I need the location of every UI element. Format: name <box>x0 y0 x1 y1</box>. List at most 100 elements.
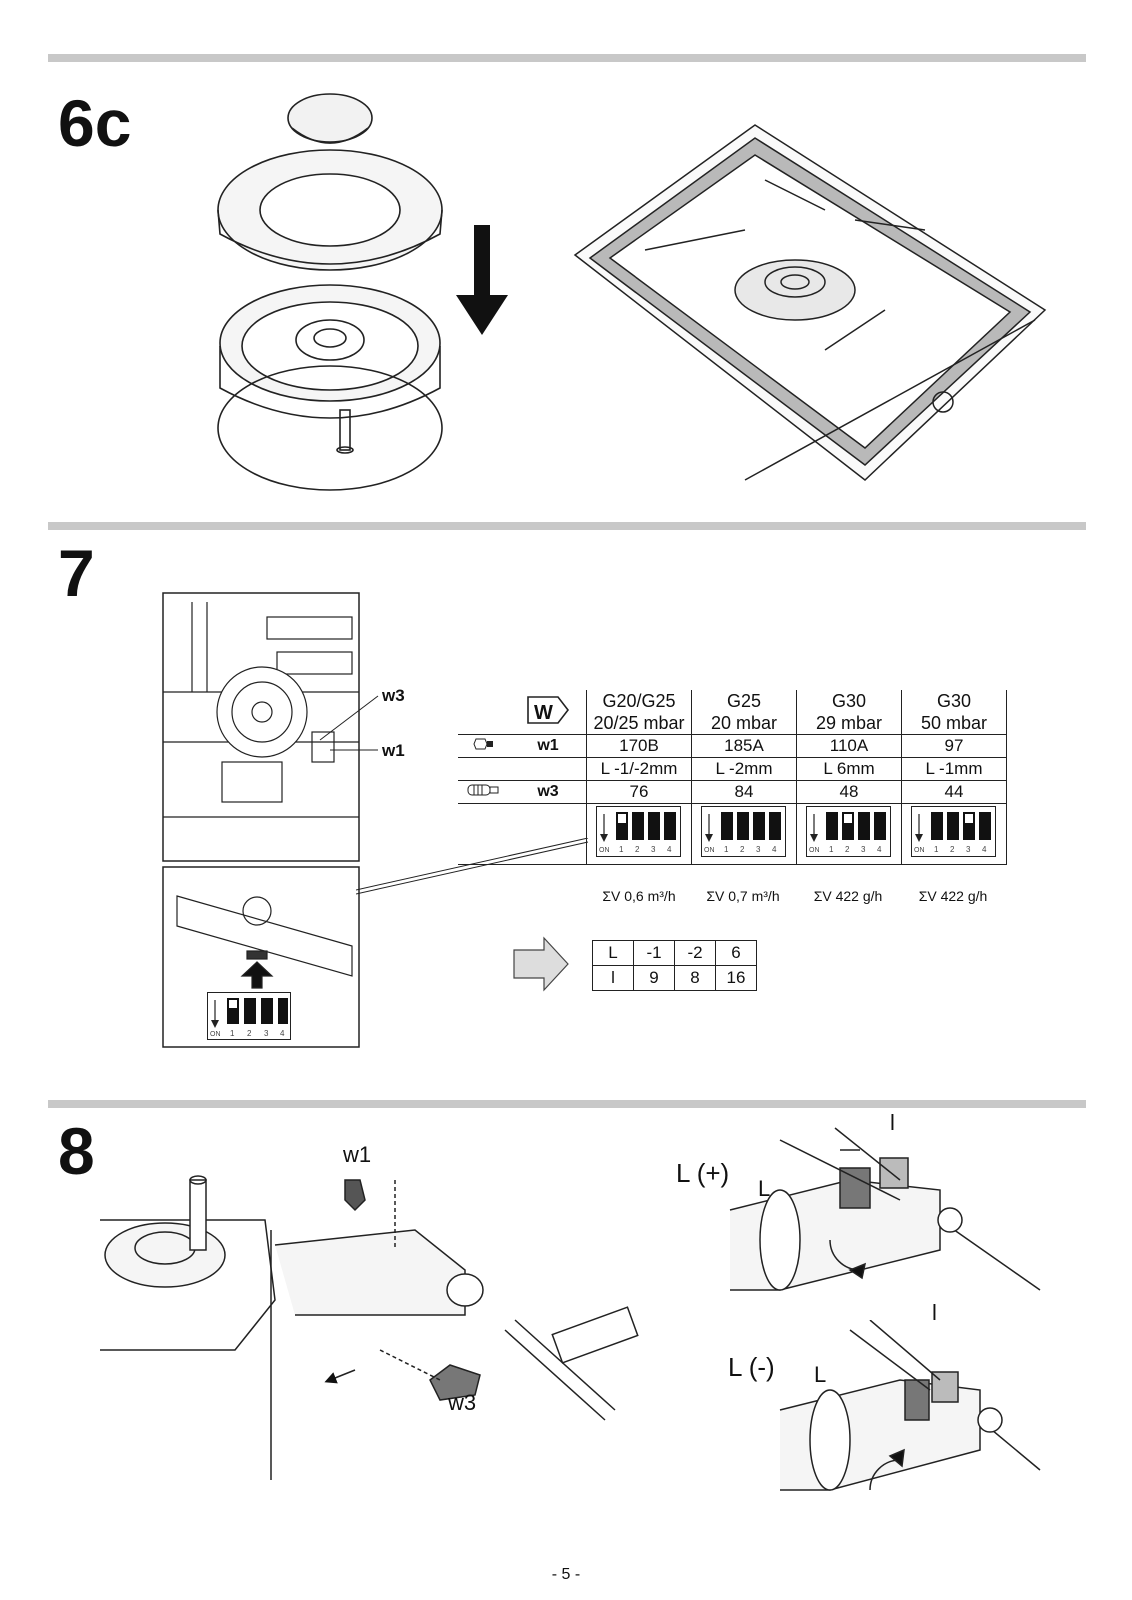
dip-switch-knob <box>844 813 852 823</box>
w1-adjust-4: L -1mm <box>901 757 1007 781</box>
label-l-minus: L (-) <box>728 1352 775 1382</box>
label-L: L <box>758 1176 771 1201</box>
dip-switch-position-label: 1 <box>934 845 939 854</box>
w3-value-2: 84 <box>691 780 797 804</box>
l-table-cell: l <box>592 965 634 991</box>
dip-switch-4 <box>979 811 991 840</box>
dip-switch-position-label: 2 <box>635 845 640 854</box>
dip-switch-reference: ON 1 2 3 4 <box>207 992 291 1040</box>
dip-switch-on-label: ON <box>809 847 820 854</box>
dip-switch-position-label: 2 <box>950 845 955 854</box>
dip-switch-2 <box>632 811 644 840</box>
label-w1: w1 <box>343 1142 372 1167</box>
wattage-symbol-icon: W <box>527 695 570 724</box>
w1-adjust-1: L -1/-2mm <box>586 757 692 781</box>
dip-switch-position-label: 2 <box>740 845 745 854</box>
flow-rate-2: ΣV 0,7 m³/h <box>706 888 780 904</box>
gas-type-3: G30 <box>796 690 902 712</box>
row-label-w1: w1 <box>510 734 587 758</box>
l-table-cell: 9 <box>633 965 675 991</box>
hob-grid-illustration <box>573 124 1047 481</box>
label-w3: w3 <box>382 686 405 705</box>
arrow-right-icon <box>513 936 569 992</box>
dip-switch-1 <box>931 811 943 840</box>
gas-settings-table: W G20/G25 G25 G30 G30 20/25 mbar 20 mbar… <box>458 690 1007 865</box>
leader-lines <box>319 695 379 751</box>
w1-adjust-2: L -2mm <box>691 757 797 781</box>
svg-text:2: 2 <box>247 1029 252 1038</box>
w1-jet-1: 170B <box>586 734 692 758</box>
w1-adjust-3: L 6mm <box>796 757 902 781</box>
adjust-l-minus-illustration <box>779 1320 1041 1491</box>
section-divider <box>48 54 1086 62</box>
l-table-cell: 8 <box>674 965 716 991</box>
dip-switch-1 <box>721 811 733 840</box>
svg-text:ON: ON <box>210 1031 221 1038</box>
dip-switch-position-label: 4 <box>877 845 882 854</box>
dip-switch-position-label: 1 <box>829 845 834 854</box>
dip-switch-position-label: 3 <box>861 845 866 854</box>
step-number-7: 7 <box>58 536 95 610</box>
gas-pressure-1: 20/25 mbar <box>586 712 692 735</box>
burner-assembly-illustration <box>217 93 443 491</box>
dip-switch-position-label: 3 <box>756 845 761 854</box>
w3-value-4: 44 <box>901 780 1007 804</box>
gas-pressure-4: 50 mbar <box>901 712 1007 735</box>
dip-switch-knob <box>618 813 626 823</box>
w1-jet-4: 97 <box>901 734 1007 758</box>
w3-value-3: 48 <box>796 780 902 804</box>
flow-rate-1: ΣV 0,6 m³/h <box>602 888 676 904</box>
wattage-symbol: W <box>534 702 553 724</box>
label-l: l <box>890 1110 895 1135</box>
l-table-cell: L <box>592 940 634 966</box>
dip-switch-position-label: 3 <box>966 845 971 854</box>
dip-switch-position-label: 1 <box>724 845 729 854</box>
dip-switch-on-label: ON <box>704 847 715 854</box>
label-w1: w1 <box>382 741 405 760</box>
dip-switch-3 <box>858 811 870 840</box>
svg-text:1: 1 <box>230 1029 235 1038</box>
l-table-cell: 16 <box>715 965 757 991</box>
dip-setting-4: 1 2 3 4 ON <box>901 803 1007 865</box>
step-number-8: 8 <box>58 1114 95 1188</box>
section-divider <box>48 1100 1086 1108</box>
l-table-cell: -1 <box>633 940 675 966</box>
dip-switch-position-label: 1 <box>619 845 624 854</box>
dip-switch-position-label: 4 <box>982 845 987 854</box>
label-L: L <box>814 1362 827 1387</box>
step-number-6c: 6c <box>58 86 132 160</box>
gas-pressure-3: 29 mbar <box>796 712 902 735</box>
dip-switch-3 <box>753 811 765 840</box>
label-l: l <box>932 1300 937 1325</box>
w3-value-1: 76 <box>586 780 692 804</box>
adjust-l-plus-illustration <box>729 1127 1041 1291</box>
dip-switch-position-label: 4 <box>667 845 672 854</box>
gas-type-1: G20/G25 <box>586 690 692 712</box>
w1-jet-3: 110A <box>796 734 902 758</box>
svg-text:3: 3 <box>264 1029 269 1038</box>
flow-rate-4: ΣV 422 g/h <box>918 888 988 904</box>
dip-switch-position-label: 3 <box>651 845 656 854</box>
page-number: - 5 - <box>551 1566 581 1583</box>
l-table-cell: -2 <box>674 940 716 966</box>
l-table-cell: 6 <box>715 940 757 966</box>
dip-switch-4 <box>769 811 781 840</box>
section-divider <box>48 522 1086 530</box>
jet-w1-icon <box>458 734 510 758</box>
gas-pressure-2: 20 mbar <box>691 712 797 735</box>
gas-type-4: G30 <box>901 690 1007 712</box>
label-w3: w3 <box>448 1390 477 1415</box>
arrow-down-icon <box>456 225 508 335</box>
flow-rate-3: ΣV 422 g/h <box>813 888 883 904</box>
dip-switch-1 <box>826 811 838 840</box>
dip-switch-4 <box>664 811 676 840</box>
row-label-w3: w3 <box>510 780 587 804</box>
dip-switch-2 <box>947 811 959 840</box>
jet-w3-icon <box>458 780 510 804</box>
gas-type-2: G25 <box>691 690 797 712</box>
l-conversion-table: L -1 -2 6 l 9 8 16 <box>592 940 757 991</box>
dip-switch-on-label: ON <box>914 847 925 854</box>
dip-switch-3 <box>648 811 660 840</box>
